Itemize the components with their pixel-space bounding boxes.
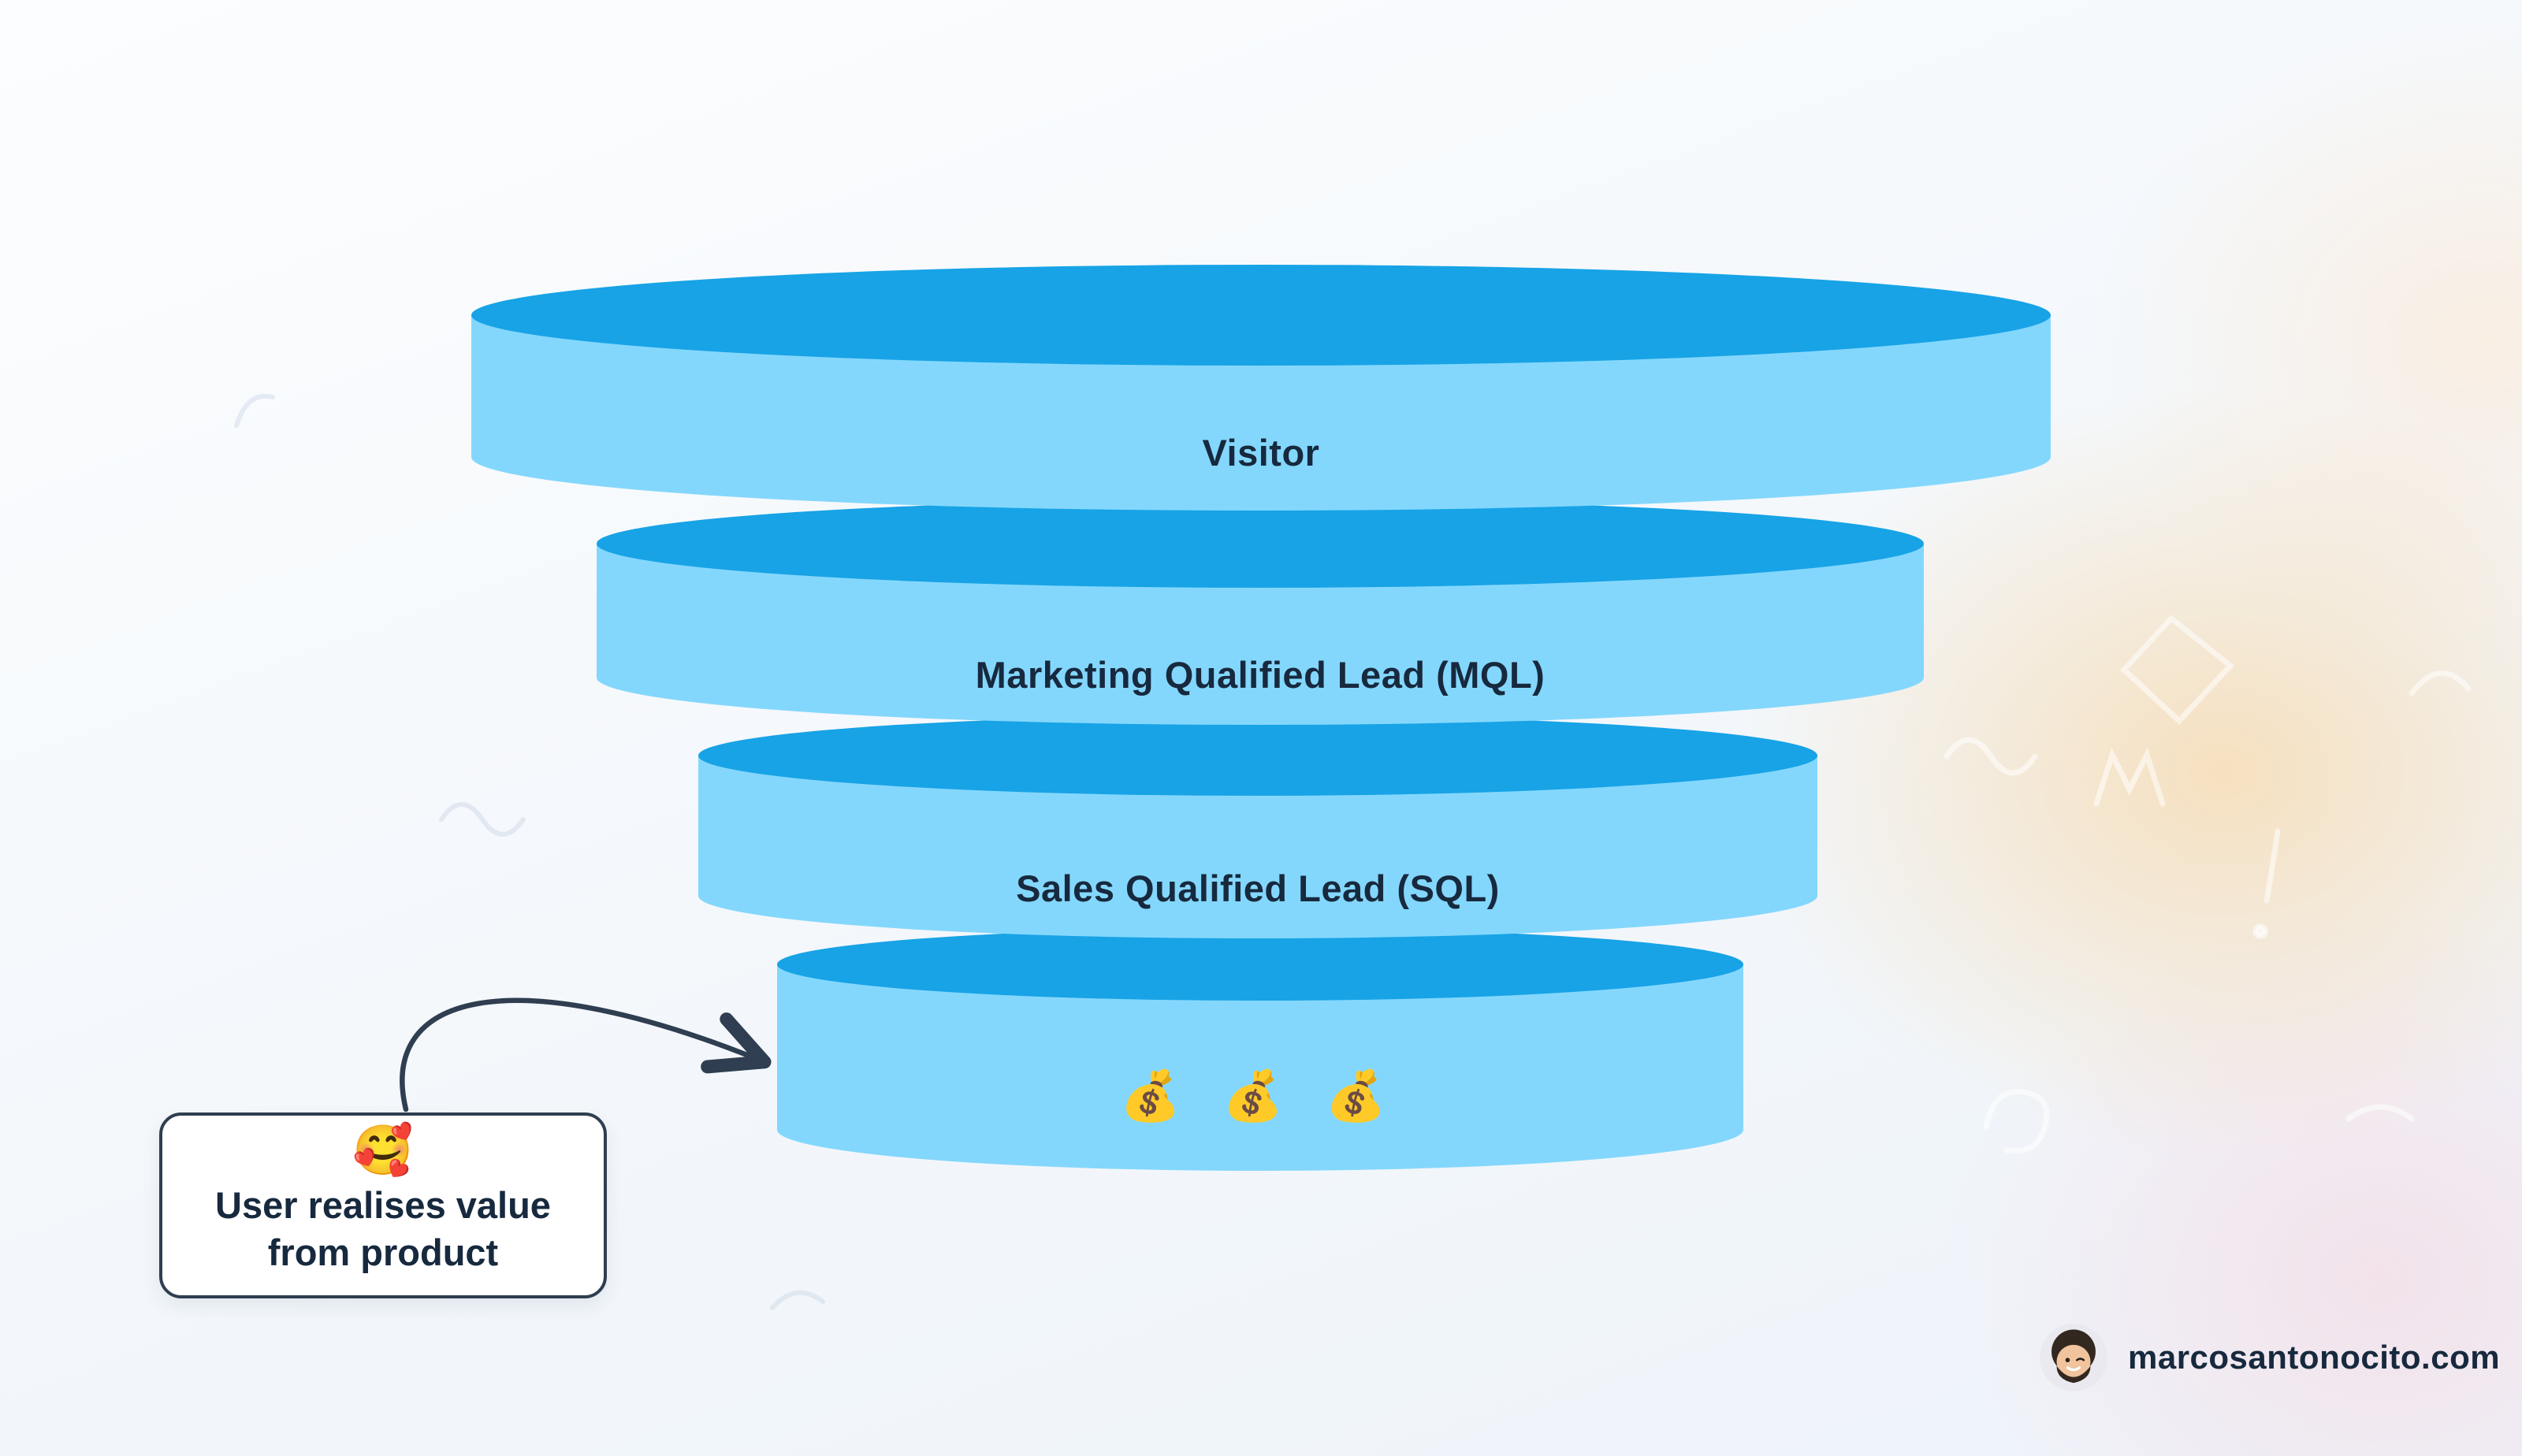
funnel-tier-mql: Marketing Qualified Lead (MQL) (597, 500, 1924, 725)
money-bags-icon: 💰 💰 💰 (1119, 1069, 1401, 1124)
funnel-tier-top-ellipse (777, 928, 1743, 1001)
funnel-tier-top-ellipse (471, 265, 2051, 366)
funnel-tier-top-ellipse (597, 500, 1924, 588)
callout-line-2: from product (267, 1231, 499, 1273)
callout-line-1: User realises value (215, 1183, 551, 1226)
funnel-tier-sql: Sales Qualified Lead (SQL) (698, 715, 1817, 938)
site-name: marcosantonocito.com (2128, 1339, 2501, 1376)
footer-branding: marcosantonocito.com (2040, 1324, 2500, 1391)
funnel-tier-label: Visitor (1202, 432, 1320, 474)
avatar (2040, 1324, 2107, 1391)
callout-text: User realises value from product (215, 1182, 551, 1276)
funnel-tier-label: Sales Qualified Lead (SQL) (1016, 867, 1500, 909)
funnel-tier-top-ellipse (698, 715, 1817, 796)
smiling-face-with-hearts-icon: 🥰 (352, 1123, 414, 1178)
funnel-tier-revenue: 💰 💰 💰 (777, 928, 1743, 1171)
funnel-tier-visitor: Visitor (471, 265, 2051, 511)
funnel-tier-label: Marketing Qualified Lead (MQL) (975, 654, 1546, 696)
callout-box: 🥰 User realises value from product (159, 1112, 607, 1298)
